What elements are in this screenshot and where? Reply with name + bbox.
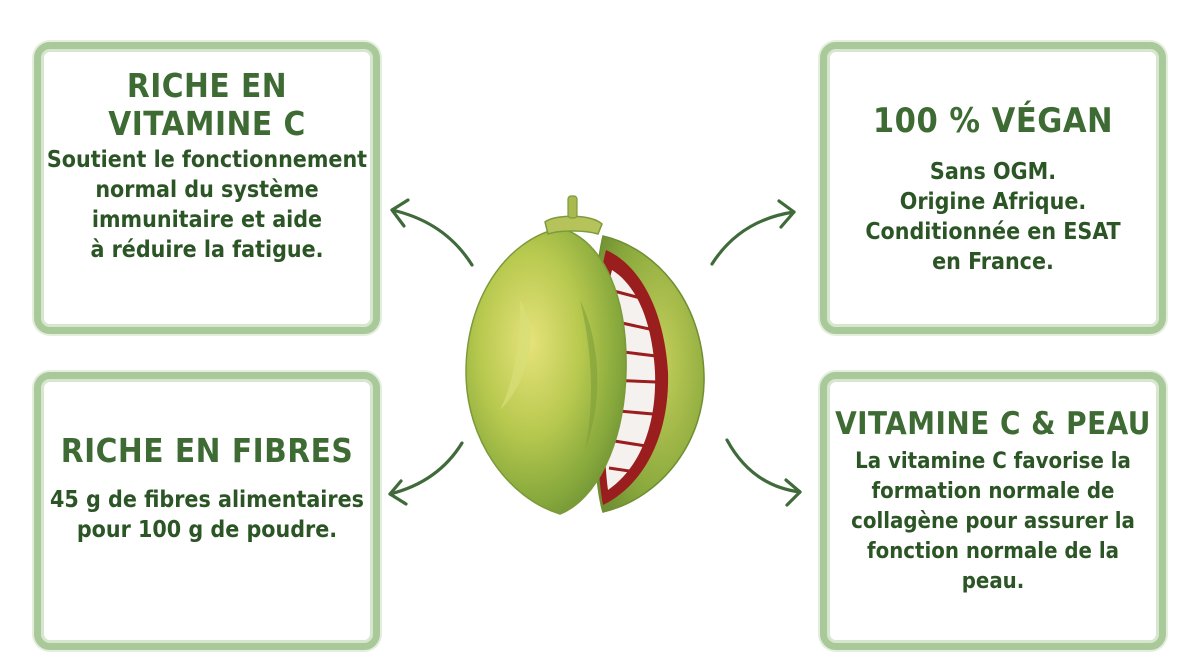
card-body: Sans OGM. Origine Afrique. Conditionnée … bbox=[827, 157, 1159, 277]
card-body: 45 g de fibres alimentaires pour 100 g d… bbox=[41, 485, 373, 545]
body-line: fonction normale de la bbox=[867, 539, 1119, 564]
body-line: peau. bbox=[961, 569, 1025, 594]
card-fibres: RICHE EN FIBRES 45 g de fibres alimentai… bbox=[34, 372, 380, 650]
title-line: RICHE EN bbox=[126, 66, 288, 105]
body-line: collagène pour assurer la bbox=[851, 509, 1135, 534]
body-line: Origine Afrique. bbox=[899, 189, 1087, 215]
body-line: Soutient le fonctionnement bbox=[46, 147, 368, 173]
card-title: VITAMINE C & PEAU bbox=[827, 405, 1159, 443]
body-line: Conditionnée en ESAT bbox=[865, 219, 1121, 245]
title-line: VITAMINE C bbox=[108, 104, 306, 143]
body-line: Sans OGM. bbox=[929, 159, 1057, 185]
body-line: formation normale de bbox=[871, 479, 1115, 504]
curved-arrow-icon bbox=[388, 441, 464, 506]
body-line: normal du système bbox=[95, 177, 319, 203]
card-vitamin-c-skin: VITAMINE C & PEAU La vitamine C favorise… bbox=[820, 372, 1166, 650]
body-line: immunitaire et aide bbox=[91, 207, 323, 233]
card-body: Soutient le fonctionnement normal du sys… bbox=[41, 145, 373, 265]
card-title: RICHE EN VITAMINE C bbox=[41, 67, 373, 143]
card-vitamin-c: RICHE EN VITAMINE C Soutient le fonction… bbox=[34, 42, 380, 334]
title-line: 100 % VÉGAN bbox=[872, 101, 1114, 141]
body-line: La vitamine C favorise la bbox=[855, 449, 1131, 474]
curved-arrow-icon bbox=[390, 198, 474, 267]
baobab-fruit-illustration bbox=[465, 195, 705, 515]
title-line: VITAMINE C & PEAU bbox=[835, 406, 1151, 442]
card-title: 100 % VÉGAN bbox=[827, 101, 1159, 141]
body-line: pour 100 g de poudre. bbox=[76, 517, 338, 543]
title-line: RICHE EN FIBRES bbox=[60, 431, 354, 470]
card-title: RICHE EN FIBRES bbox=[41, 431, 373, 471]
card-vegan: 100 % VÉGAN Sans OGM. Origine Afrique. C… bbox=[820, 42, 1166, 334]
curved-arrow-icon bbox=[725, 438, 802, 507]
body-line: à réduire la fatigue. bbox=[90, 237, 324, 263]
body-line: en France. bbox=[932, 249, 1054, 275]
curved-arrow-icon bbox=[710, 199, 796, 266]
card-body: La vitamine C favorise la formation norm… bbox=[827, 447, 1159, 597]
body-line: 45 g de fibres alimentaires bbox=[50, 487, 364, 513]
